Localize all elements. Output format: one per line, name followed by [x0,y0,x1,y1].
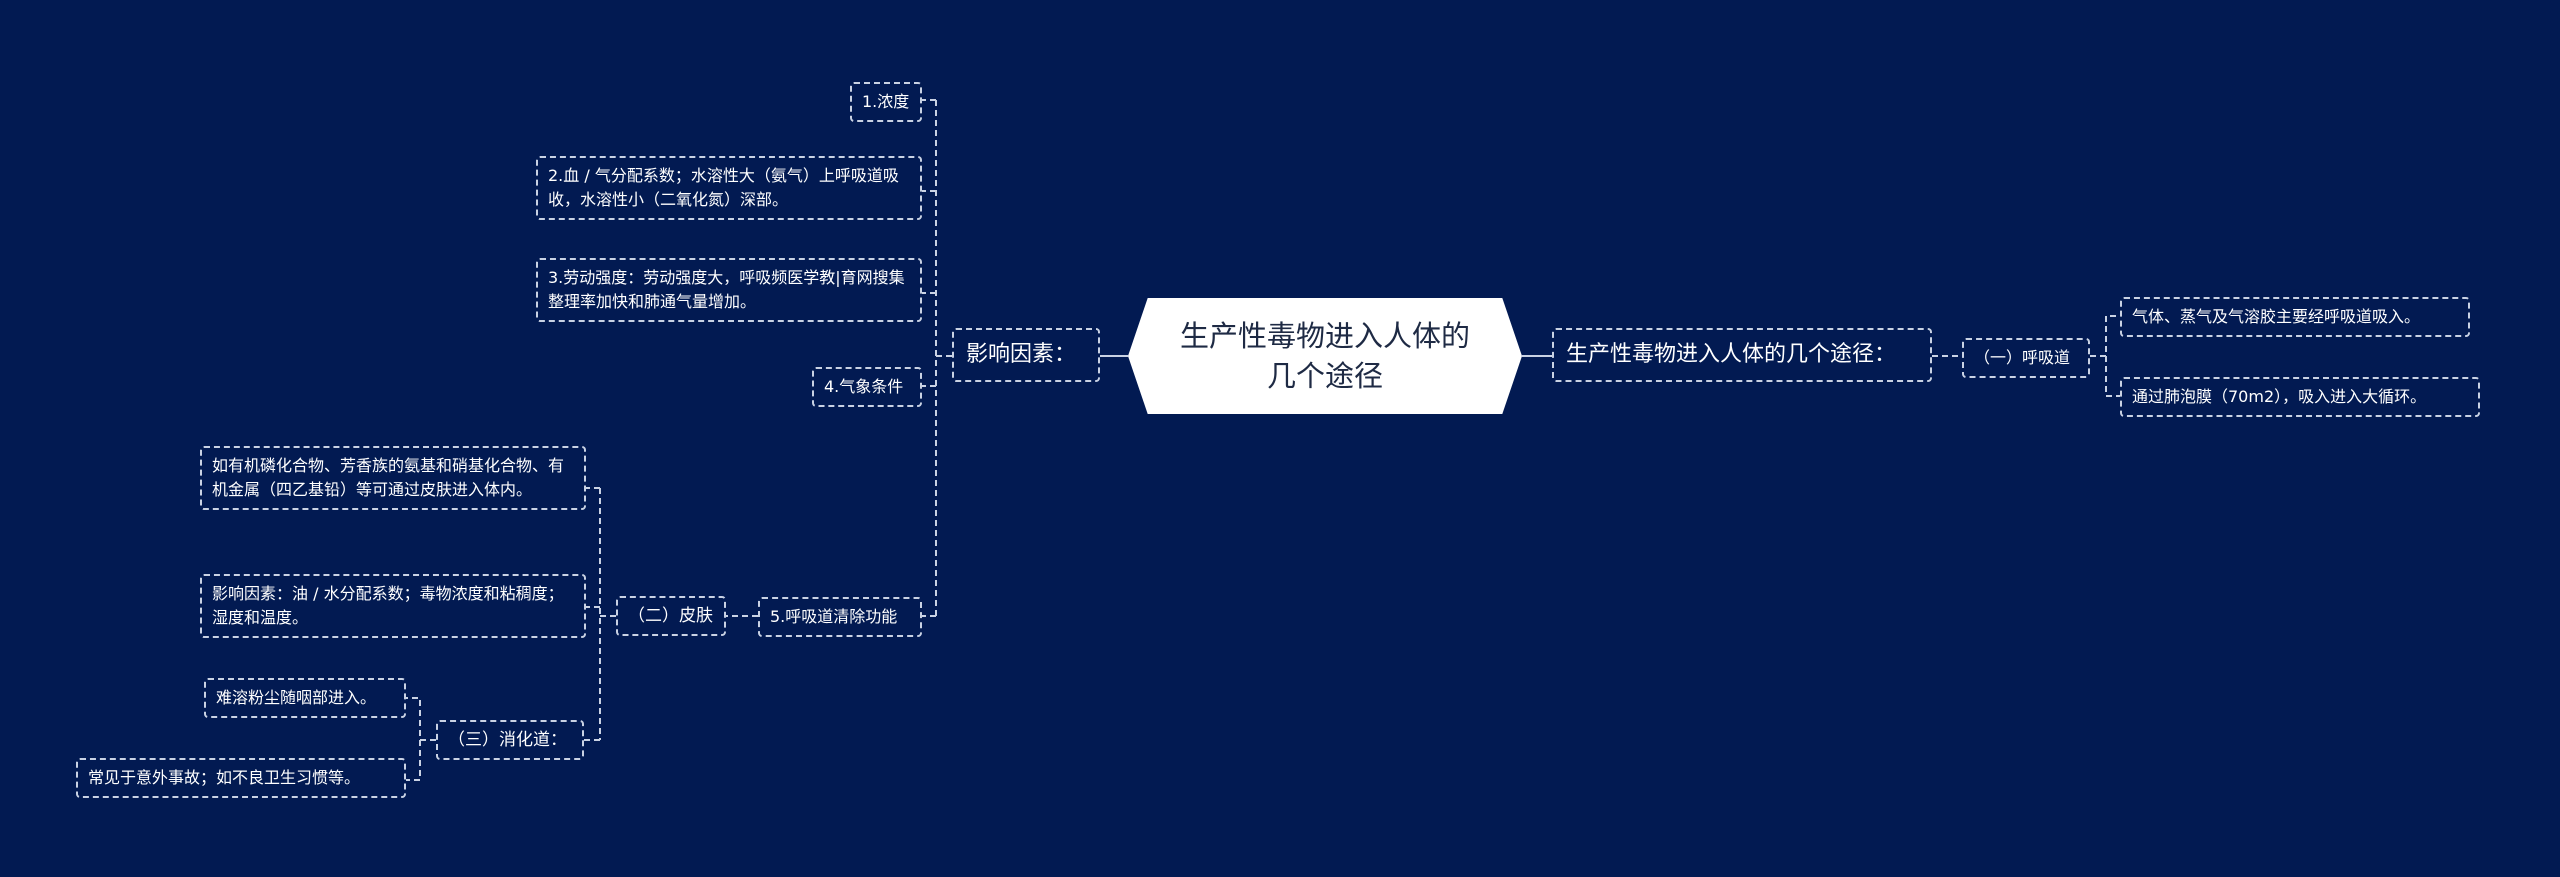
skin-node[interactable]: （二）皮肤 [616,596,726,636]
factor-item[interactable]: 5.呼吸道清除功能 [758,597,922,637]
respiratory-item[interactable]: 气体、蒸气及气溶胶主要经呼吸道吸入。 [2120,297,2470,337]
digestive-node[interactable]: （三）消化道： [436,720,584,760]
factors-node[interactable]: 影响因素： [952,328,1100,382]
factor-item[interactable]: 2.血 / 气分配系数；水溶性大（氨气）上呼吸道吸收，水溶性小（二氧化氮）深部。 [536,156,922,220]
factor-item[interactable]: 3.劳动强度：劳动强度大，呼吸频医学教|育网搜集整理率加快和肺通气量增加。 [536,258,922,322]
factor-item[interactable]: 4.气象条件 [812,367,922,407]
respiratory-node[interactable]: （一）呼吸道 [1962,338,2090,378]
digestive-item[interactable]: 常见于意外事故；如不良卫生习惯等。 [76,758,406,798]
digestive-item[interactable]: 难溶粉尘随咽部进入。 [204,678,406,718]
factor-item[interactable]: 1.浓度 [850,82,922,122]
main-branch-topic[interactable]: 生产性毒物进入人体的几个途径： [1552,328,1932,382]
respiratory-item[interactable]: 通过肺泡膜（70m2），吸入进入大循环。 [2120,377,2480,417]
central-topic[interactable]: 生产性毒物进入人体的几个途径 [1128,298,1522,414]
skin-item[interactable]: 如有机磷化合物、芳香族的氨基和硝基化合物、有机金属（四乙基铅）等可通过皮肤进入体… [200,446,586,510]
skin-item[interactable]: 影响因素：油 / 水分配系数；毒物浓度和粘稠度；湿度和温度。 [200,574,586,638]
